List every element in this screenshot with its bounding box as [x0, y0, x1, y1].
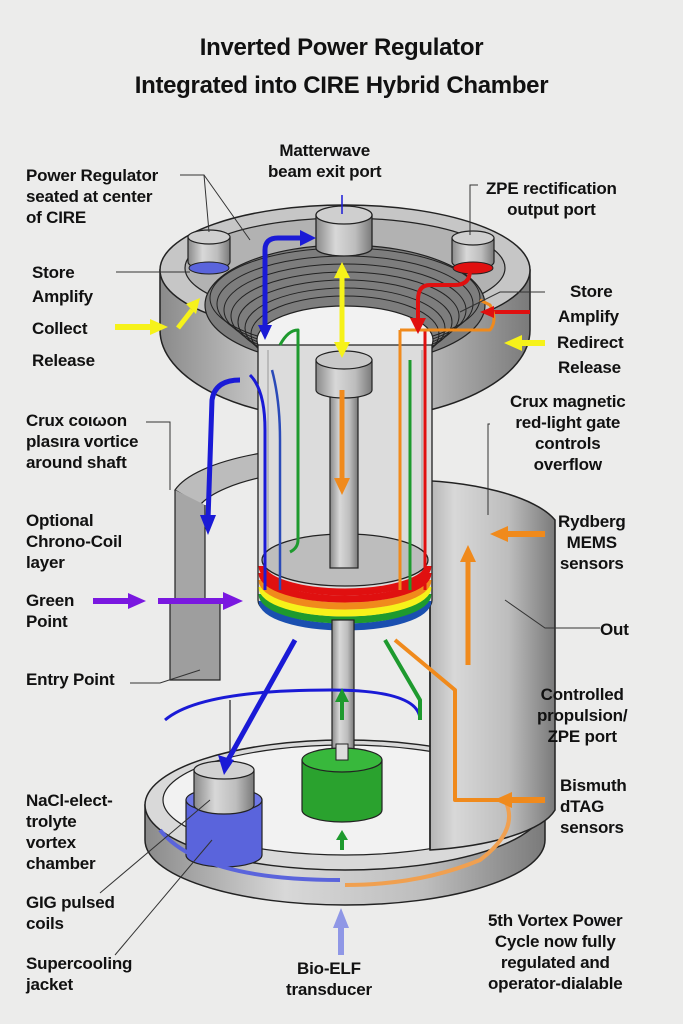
- coil-ring: [258, 586, 432, 617]
- label-controlled-propulsion: Controlled propulsion/ ZPE port: [537, 685, 628, 746]
- label-power-regulator: Power Regulator seated at center of CIRE: [26, 166, 159, 227]
- label-entry-point: Entry Point: [26, 670, 115, 689]
- label-crux-plasma: Crux coιωon plasιra vortice around shaft: [26, 411, 139, 472]
- label-left-release: Release: [32, 351, 95, 370]
- label-bio-elf: Bio-ELF transducer: [286, 959, 372, 999]
- arrow-yellow-down: [334, 342, 350, 358]
- arrow-orange-rydberg: [490, 526, 508, 542]
- arrow-orange-down: [334, 478, 350, 495]
- label-gig-coils: GIG pulsed coils: [26, 893, 115, 933]
- arrow-blue-down: [258, 325, 272, 340]
- coil-ring: [258, 579, 432, 610]
- arrow-blue-down-left: [200, 515, 216, 535]
- label-supercooling: Supercooling jacket: [26, 954, 133, 994]
- label-crux-magnetic: Crux magnetic red-light gate controls ov…: [510, 392, 626, 474]
- label-fifth-vortex: 5th Vortex Power Cycle now fully regulat…: [488, 911, 623, 993]
- title-line-1: Inverted Power Regulator: [199, 34, 484, 61]
- label-left-amplify: Amplify: [32, 287, 93, 306]
- nacl-electrolyte-chamber: [185, 760, 263, 868]
- outer-cylinder-wall: [169, 446, 556, 851]
- arrow-yellow-collect: [150, 319, 168, 335]
- arrow-blue-down-lower: [218, 755, 234, 775]
- label-right-store: Store: [570, 282, 613, 301]
- label-right-amplify: Amplify: [558, 307, 619, 326]
- label-left-collect: Collect: [32, 319, 88, 338]
- arrow-orange-up: [460, 545, 476, 562]
- arrowheads: [128, 230, 522, 928]
- label-matterwave-port: Matterwave beam exit port: [268, 141, 382, 181]
- label-right-redirect: Redirect: [557, 333, 624, 352]
- label-right-release: Release: [558, 358, 621, 377]
- arrow-yellow-amplify: [186, 298, 200, 314]
- arrow-purple-1: [128, 593, 146, 609]
- arrow-orange-bismuth: [494, 792, 512, 808]
- arrow-purple-2: [223, 592, 243, 610]
- label-bismuth: Bismuth dTAG sensors: [560, 776, 627, 837]
- matterwave-port-cylinder: [315, 195, 373, 257]
- coil-ring: [258, 565, 432, 596]
- flow-lines: [93, 235, 545, 955]
- label-green-point: Green Point: [26, 591, 75, 631]
- leader-lines: [99, 174, 600, 956]
- arrow-red-down: [410, 318, 426, 334]
- label-out: Out: [600, 620, 629, 639]
- coil-ring: [258, 572, 432, 603]
- power-regulator-port: [187, 229, 231, 275]
- zpe-rectification-port: [451, 230, 495, 275]
- label-rydberg: Rydberg MEMS sensors: [558, 512, 626, 573]
- arrow-yellow-up: [334, 262, 350, 278]
- label-chrono-coil: Optional Chrono-Coil layer: [26, 511, 122, 572]
- arrow-green-up-small: [336, 830, 348, 840]
- arrow-red-left: [480, 306, 494, 318]
- arrow-green-up: [335, 688, 349, 702]
- label-zpe-rectification: ZPE rectification output port: [486, 179, 617, 219]
- arrow-blue-right: [300, 230, 316, 246]
- title-line-2: Integrated into CIRE Hybrid Chamber: [134, 72, 549, 99]
- arrow-yellow-redirect: [504, 335, 522, 351]
- label-left-store: Store: [32, 263, 75, 282]
- bio-elf-green-cylinder: [301, 743, 383, 823]
- label-nacl-chamber: NaCl-elect- trolyte vortex chamber: [26, 791, 113, 873]
- arrow-bioelf-up: [333, 908, 349, 928]
